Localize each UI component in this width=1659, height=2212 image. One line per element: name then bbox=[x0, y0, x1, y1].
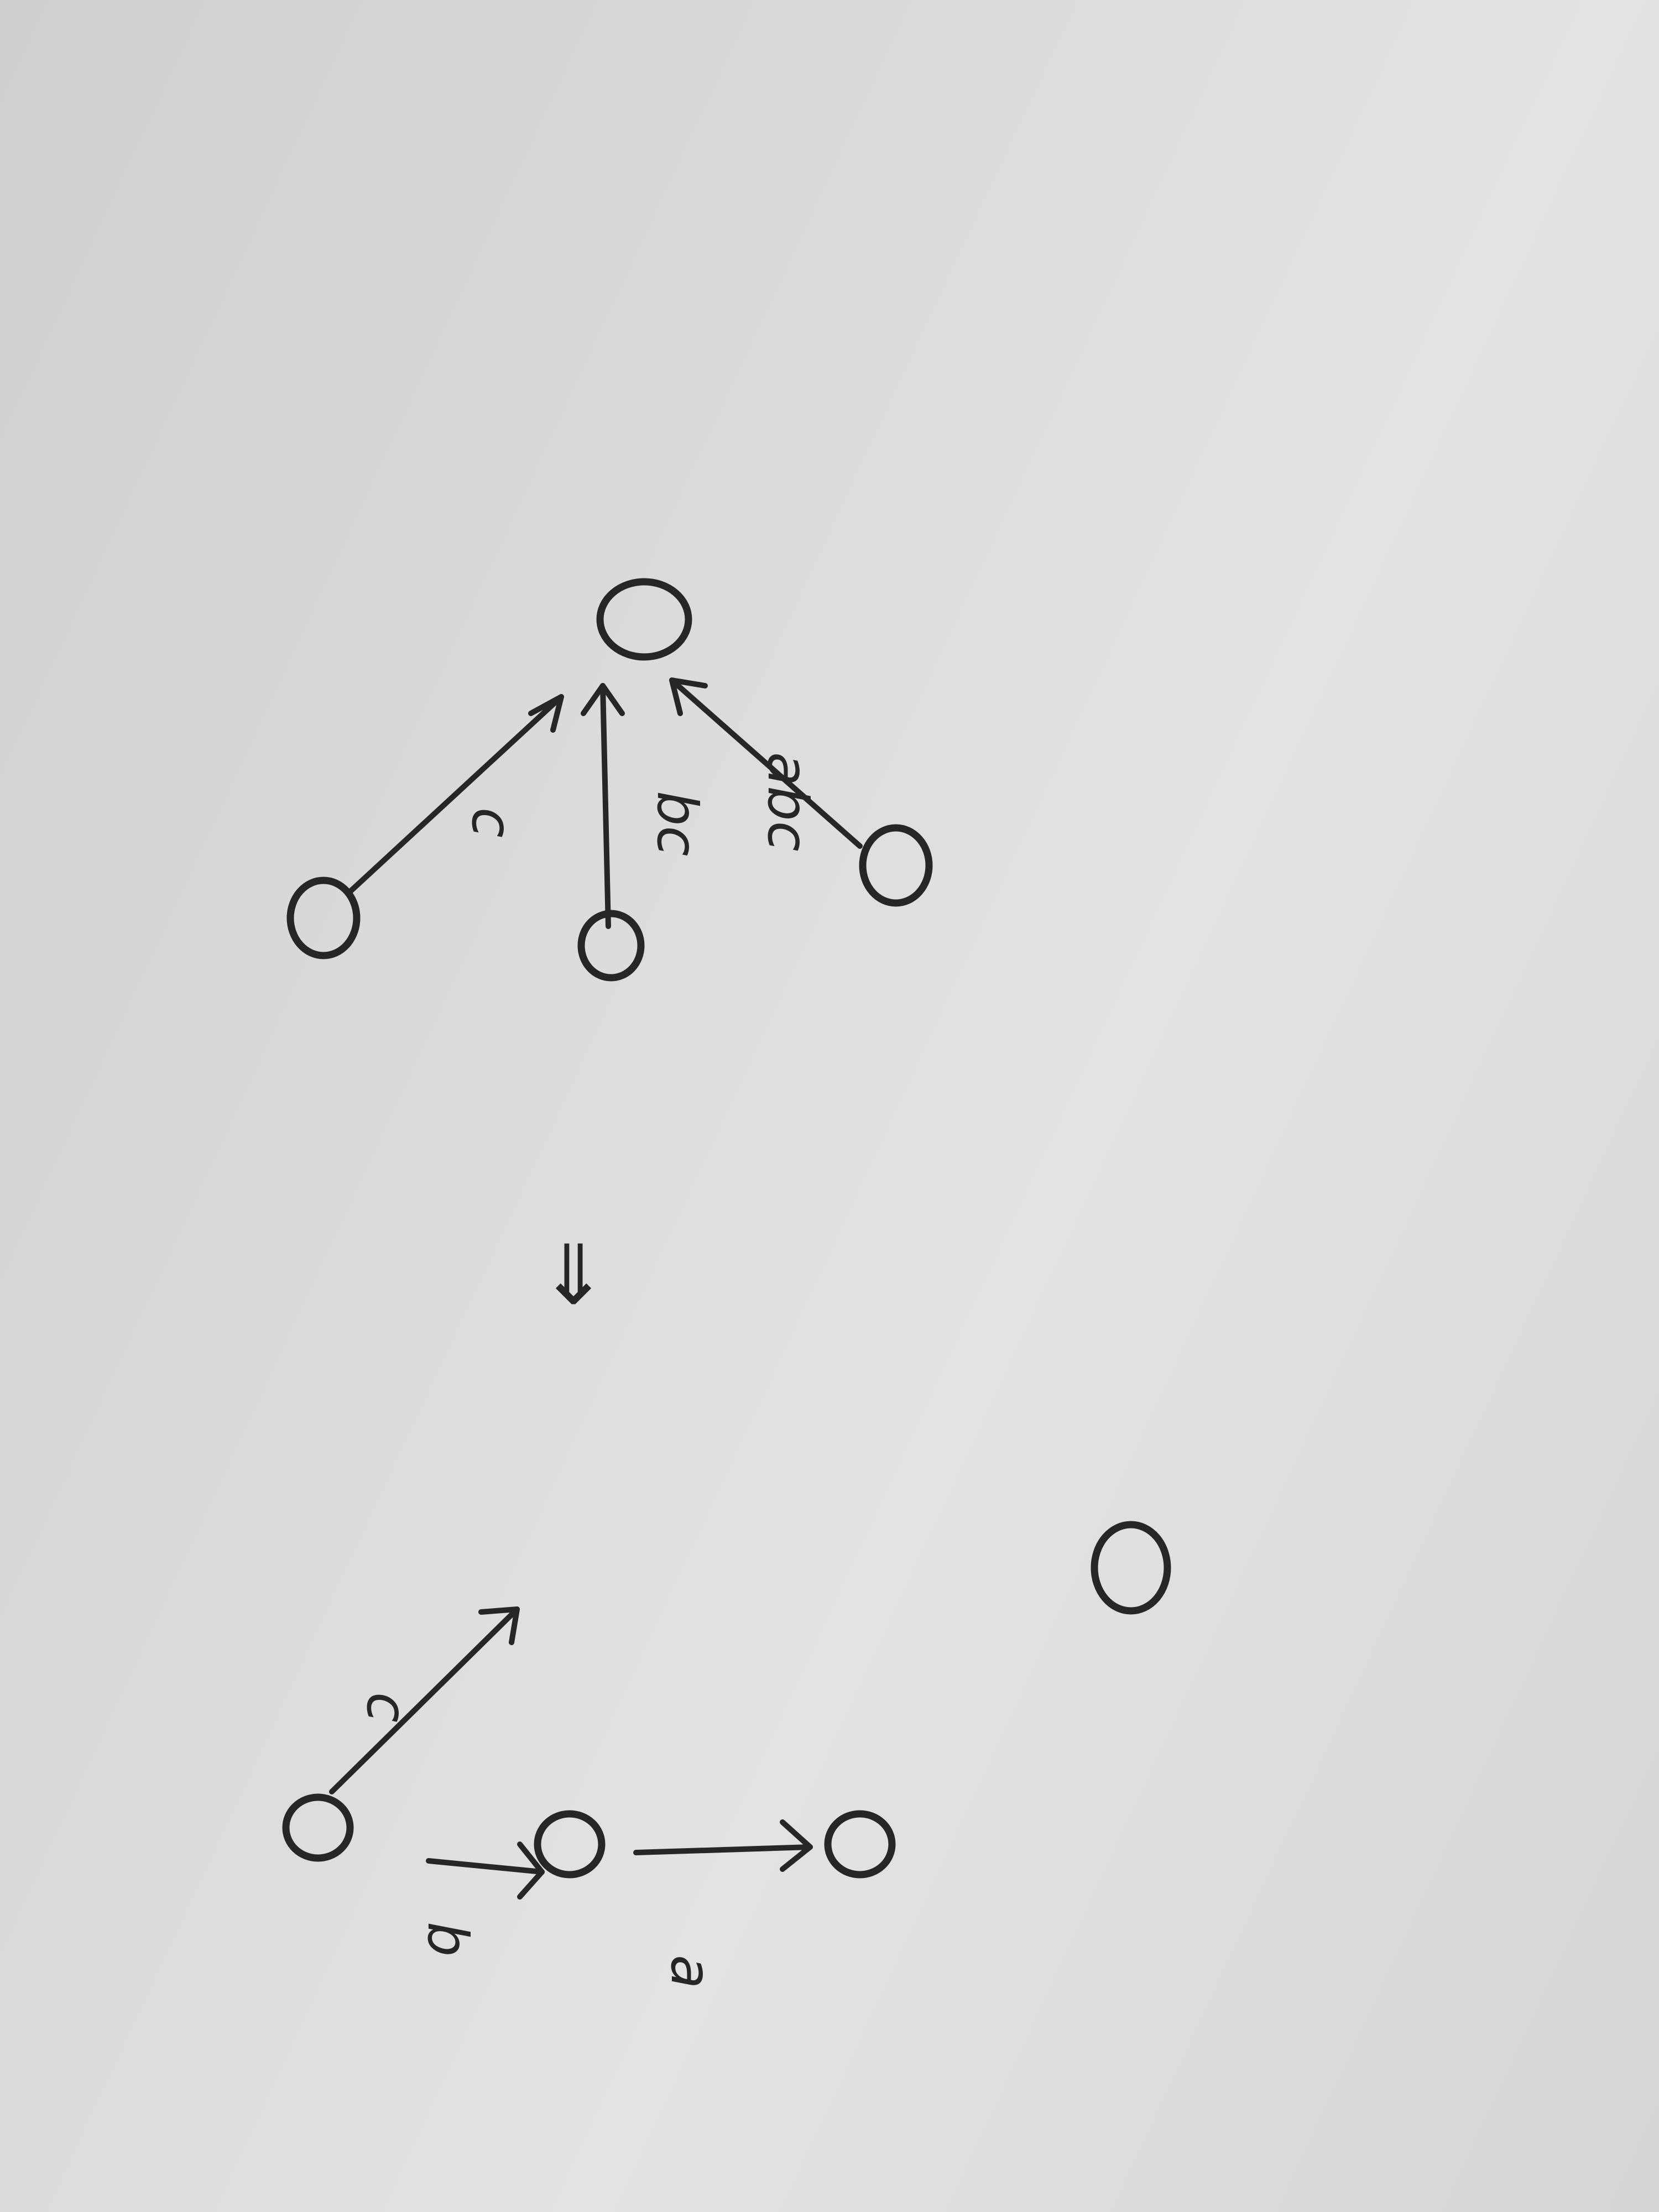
edge-c bbox=[329, 1606, 520, 1794]
edge-bc-arrowhead bbox=[581, 683, 625, 716]
implies-arrow: ⇒ bbox=[528, 1239, 624, 1308]
leaf-node-bc bbox=[577, 910, 645, 982]
edge-label-b: b bbox=[415, 1922, 480, 1957]
leaf-node-c bbox=[286, 877, 361, 959]
edge-abc-arrowhead bbox=[669, 677, 708, 716]
edge-label-abc: abc bbox=[755, 752, 820, 852]
chain-node-1 bbox=[824, 1810, 896, 1879]
root-node bbox=[1091, 1521, 1171, 1615]
edge-a bbox=[633, 1844, 813, 1855]
edge-label-bc: bc bbox=[645, 791, 709, 856]
edge-b-arrowhead bbox=[517, 1841, 545, 1900]
edge-c-arrowhead bbox=[478, 1606, 520, 1645]
diagram-before: c bc abc bbox=[286, 578, 933, 982]
edge-c-arrowhead bbox=[528, 694, 564, 733]
edge-label-a: a bbox=[659, 1955, 723, 1989]
edge-b bbox=[426, 1858, 545, 1875]
edge-c bbox=[346, 694, 564, 896]
root-node bbox=[596, 578, 692, 661]
chain-node-3 bbox=[282, 1793, 354, 1862]
edge-a-arrowhead bbox=[780, 1819, 813, 1872]
diagram-after: c b a bbox=[282, 1521, 1171, 1989]
edge-bc bbox=[600, 683, 611, 929]
chain-node-2 bbox=[534, 1810, 606, 1879]
edge-label-c: c bbox=[460, 807, 524, 838]
edge-abc bbox=[669, 677, 863, 849]
leaf-node-abc bbox=[859, 824, 933, 907]
edge-label-c: c bbox=[354, 1692, 419, 1723]
